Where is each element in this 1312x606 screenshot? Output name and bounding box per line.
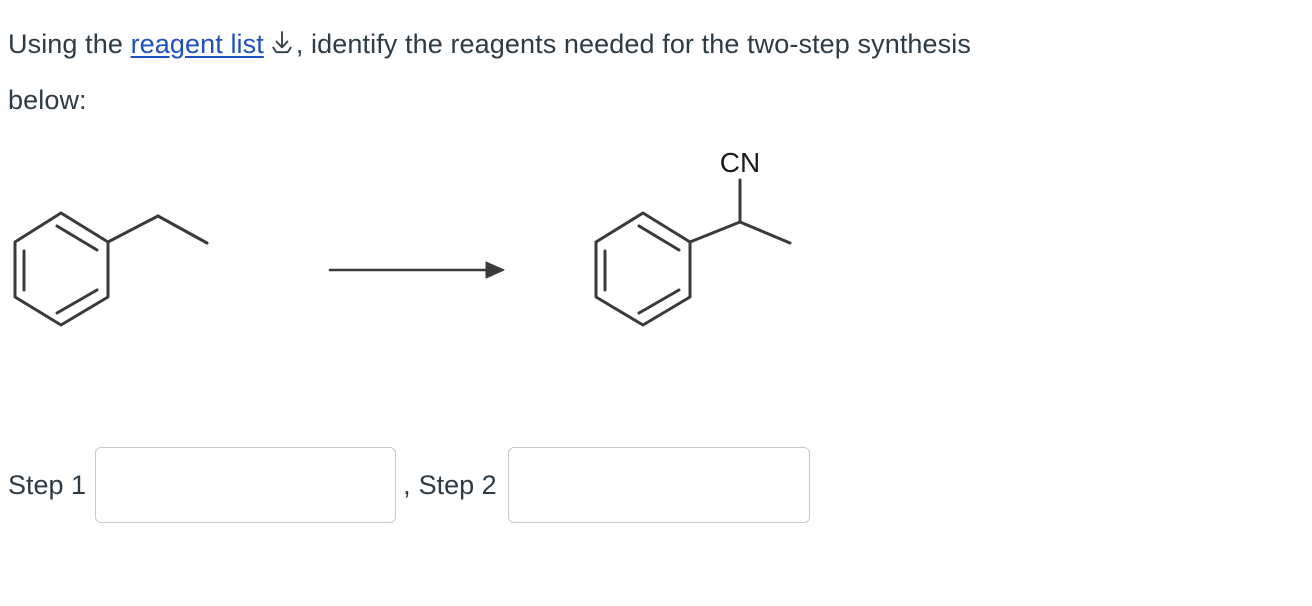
reactant-structure xyxy=(13,211,209,327)
question-text-prefix: Using the xyxy=(8,29,131,59)
download-arrow-icon[interactable] xyxy=(270,21,294,74)
question-prompt: Using the reagent list , identify the re… xyxy=(8,18,1298,127)
step2-label: Step 2 xyxy=(418,469,497,500)
step1-label: Step 1 xyxy=(8,469,87,500)
product-structure xyxy=(594,178,792,327)
step2-input[interactable] xyxy=(507,447,810,523)
question-line-2: below: xyxy=(8,85,87,115)
answer-separator: , xyxy=(403,469,411,500)
step1-input[interactable] xyxy=(95,447,397,523)
reaction-arrow xyxy=(328,261,505,279)
answer-row: Step 1 , Step 2 xyxy=(8,447,810,523)
question-line-1: Using the reagent list , identify the re… xyxy=(8,18,1298,74)
reagent-list-link[interactable]: reagent list xyxy=(130,29,264,59)
question-text-suffix: , identify the reagents needed for the t… xyxy=(295,29,971,59)
reaction-scheme: CN xyxy=(0,130,900,360)
nitrile-label: CN xyxy=(720,147,760,178)
